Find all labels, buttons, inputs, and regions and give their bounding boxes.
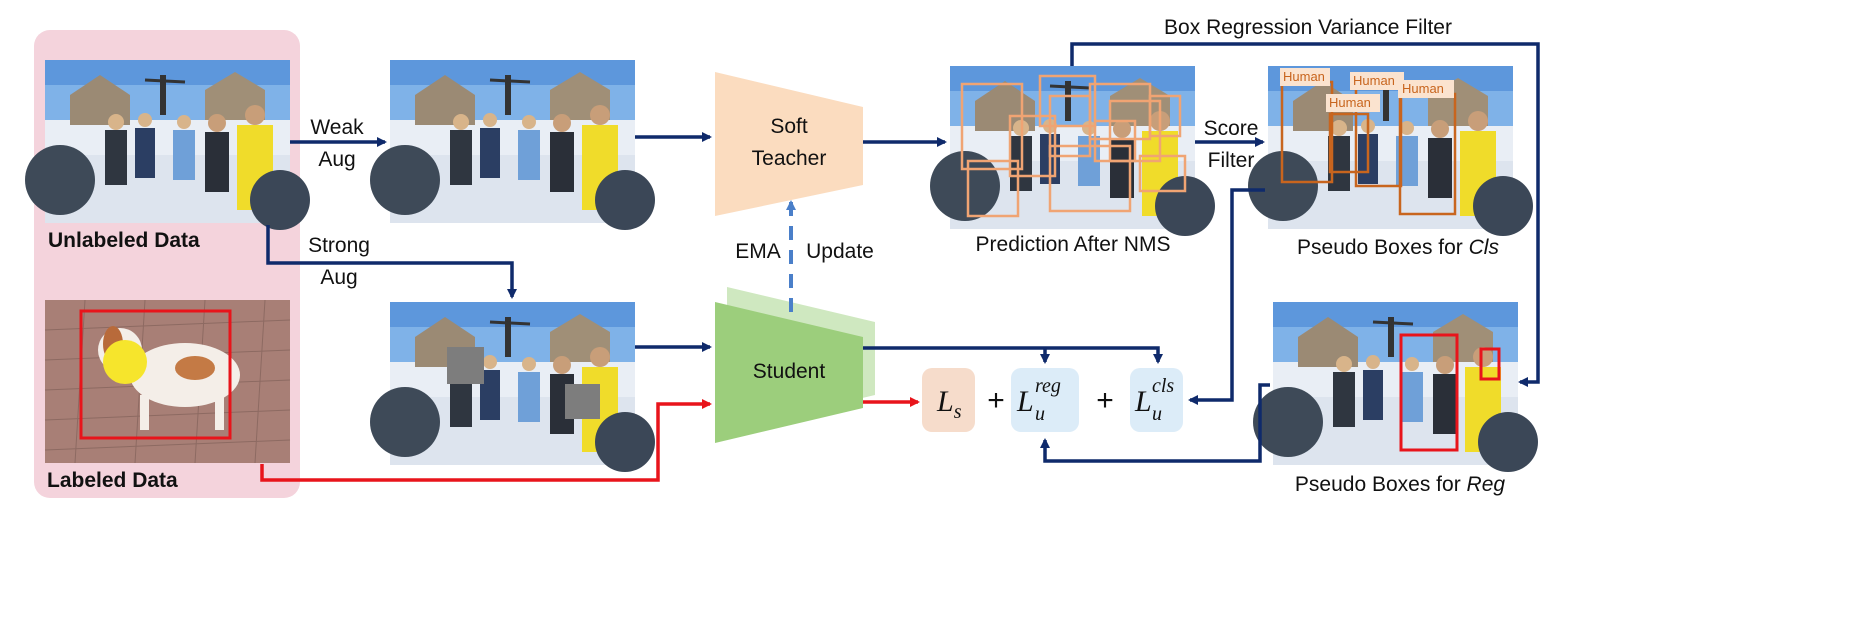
weak-aug-label-2: Aug <box>318 148 355 171</box>
cutout-patch <box>565 384 600 419</box>
soft-teacher-label-1: Soft <box>770 115 808 138</box>
weak-aug-image <box>368 58 657 232</box>
loss-lreg-main: L <box>1016 385 1034 418</box>
strong-aug-label-1: Strong <box>308 234 370 257</box>
score-filter-label-2: Filter <box>1208 149 1255 172</box>
student-block <box>715 302 863 443</box>
loss-ls: Ls <box>936 385 962 423</box>
labeled-to-student-arrow <box>260 399 712 482</box>
box-tag: Human <box>1353 73 1395 88</box>
labeled-image <box>44 299 291 464</box>
loss-lcls-sub: u <box>1152 403 1162 425</box>
cls-to-lcls-arrow <box>1188 188 1265 405</box>
unlabeled-image <box>23 58 312 232</box>
prediction-image <box>928 64 1217 238</box>
update-label: Update <box>806 240 874 263</box>
student-label: Student <box>753 360 826 383</box>
plus-sign: + <box>987 384 1005 417</box>
prediction-label: Prediction After NMS <box>976 233 1171 256</box>
unlabeled-data-label: Unlabeled Data <box>48 229 200 252</box>
weak-aug-label-1: Weak <box>310 116 364 139</box>
pseudo-cls-image: Human Human Human Human <box>1246 64 1535 238</box>
labeled-data-label: Labeled Data <box>47 469 178 492</box>
strong-aug-label-2: Aug <box>320 266 357 289</box>
loss-lreg-box <box>1011 368 1079 432</box>
strong-aug-arrow <box>266 225 517 299</box>
ema-label: EMA <box>735 240 781 263</box>
box-tag: Human <box>1402 81 1444 96</box>
pseudo-cls-label: Pseudo Boxes for Cls <box>1297 236 1499 259</box>
loss-lcls-main: L <box>1134 385 1152 418</box>
loss-lcls-box <box>1130 368 1183 432</box>
reg-box <box>1479 347 1501 381</box>
box-tag: Human <box>1283 69 1325 84</box>
loss-ls-box <box>922 368 975 432</box>
loss-lreg-sub: u <box>1035 403 1045 425</box>
pseudo-reg-image <box>1251 300 1540 474</box>
soft-teacher-block <box>715 72 863 216</box>
reg-to-lreg-arrow <box>1040 383 1270 463</box>
score-filter-label-1: Score <box>1204 117 1259 140</box>
strong-aug-image <box>368 300 657 474</box>
box-tag: Human <box>1329 95 1371 110</box>
soft-teacher-label-2: Teacher <box>752 147 827 170</box>
reg-box <box>1399 333 1459 452</box>
cutout-patch <box>447 347 484 384</box>
plus-sign: + <box>1096 384 1114 417</box>
box-reg-filter-arrow <box>1070 42 1540 387</box>
loss-lreg-sup: reg <box>1035 375 1061 397</box>
pseudo-reg-label: Pseudo Boxes for Reg <box>1295 473 1505 496</box>
box-reg-filter-label: Box Regression Variance Filter <box>1164 16 1452 39</box>
student-to-losses-arrow <box>863 346 1163 364</box>
labeled-gt-box <box>79 309 232 440</box>
loss-lcls-sup: cls <box>1152 375 1174 397</box>
